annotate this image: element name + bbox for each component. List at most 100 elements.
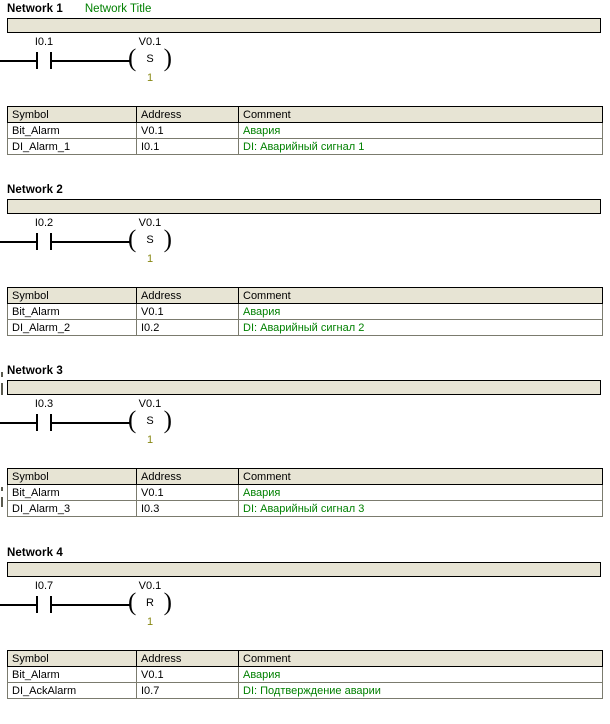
coil-operand-label: V0.1 <box>138 580 162 592</box>
column-header-address[interactable]: Address <box>136 650 239 667</box>
coil-letter: S <box>146 53 154 65</box>
table-row[interactable]: DI_Alarm_3 I0.3 DI: Аварийный сигнал 3 <box>7 500 603 517</box>
table-row[interactable]: Bit_Alarm V0.1 Авария <box>7 666 603 683</box>
network-label: Network 2 <box>7 183 63 196</box>
ladder-rung[interactable]: I0.3 V0.1 ( S ) 1 <box>0 395 610 459</box>
column-header-address[interactable]: Address <box>136 106 239 123</box>
column-header-symbol[interactable]: Symbol <box>7 106 137 123</box>
network-block[interactable]: Network 1 Network Title I0.1 V0.1 ( S ) … <box>0 0 610 155</box>
rung-mid-wire <box>52 60 130 62</box>
cell-symbol: Bit_Alarm <box>7 303 137 320</box>
coil-operand-label: V0.1 <box>138 398 162 410</box>
coil-set[interactable]: ( S ) <box>128 407 172 435</box>
coil-paren-right: ) <box>163 589 172 616</box>
rung-mid-wire <box>52 422 130 424</box>
table-row[interactable]: Bit_Alarm V0.1 Авария <box>7 303 603 320</box>
network-block[interactable]: Network 2 I0.2 V0.1 ( S ) 1 <box>0 181 610 336</box>
ladder-rung[interactable]: I0.7 V0.1 ( R ) 1 <box>0 577 610 641</box>
cell-symbol: Bit_Alarm <box>7 484 137 501</box>
table-row[interactable]: DI_AckAlarm I0.7 DI: Подтверждение авари… <box>7 682 603 699</box>
contact-normally-open[interactable] <box>36 596 52 613</box>
table-row[interactable]: Bit_Alarm V0.1 Авария <box>7 122 603 139</box>
cell-symbol: DI_Alarm_3 <box>7 500 137 517</box>
symbol-table: Symbol Address Comment Bit_Alarm V0.1 Ав… <box>7 650 603 699</box>
contact-operand-label: I0.1 <box>34 36 54 48</box>
network-header: Network 1 Network Title <box>0 0 610 17</box>
contact-normally-open[interactable] <box>36 52 52 69</box>
cell-comment: DI: Аварийный сигнал 2 <box>238 319 603 336</box>
coil-reset[interactable]: ( R ) <box>128 589 172 617</box>
coil-paren-left: ( <box>128 45 137 72</box>
render-artifact <box>1 487 3 491</box>
coil-set[interactable]: ( S ) <box>128 226 172 254</box>
cell-address: V0.1 <box>136 666 239 683</box>
cell-comment: Авария <box>238 303 603 320</box>
cell-symbol: Bit_Alarm <box>7 666 137 683</box>
column-header-symbol[interactable]: Symbol <box>7 650 137 667</box>
table-header-row: Symbol Address Comment <box>7 650 603 667</box>
contact-normally-open[interactable] <box>36 414 52 431</box>
coil-set[interactable]: ( S ) <box>128 45 172 73</box>
coil-count-label: 1 <box>146 616 154 628</box>
contact-bar-right <box>50 414 52 431</box>
render-artifact <box>1 497 3 507</box>
column-header-address[interactable]: Address <box>136 287 239 304</box>
rung-mid-wire <box>52 604 130 606</box>
coil-paren-right: ) <box>163 45 172 72</box>
coil-letter: S <box>146 234 154 246</box>
contact-operand-label: I0.2 <box>34 217 54 229</box>
network-comment-bar[interactable] <box>7 562 601 577</box>
cell-address: V0.1 <box>136 303 239 320</box>
ladder-rung[interactable]: I0.2 V0.1 ( S ) 1 <box>0 214 610 278</box>
column-header-symbol[interactable]: Symbol <box>7 287 137 304</box>
network-header: Network 4 <box>0 544 610 561</box>
coil-paren-right: ) <box>163 407 172 434</box>
network-block[interactable]: Network 4 I0.7 V0.1 ( R ) 1 <box>0 544 610 699</box>
network-block[interactable]: Network 3 I0.3 V0.1 ( S ) 1 <box>0 362 610 517</box>
table-row[interactable]: DI_Alarm_2 I0.2 DI: Аварийный сигнал 2 <box>7 319 603 336</box>
cell-symbol: Bit_Alarm <box>7 122 137 139</box>
contact-bar-left <box>36 52 38 69</box>
contact-bar-left <box>36 233 38 250</box>
column-header-address[interactable]: Address <box>136 468 239 485</box>
network-label: Network 4 <box>7 546 63 559</box>
cell-comment: Авария <box>238 484 603 501</box>
table-row[interactable]: Bit_Alarm V0.1 Авария <box>7 484 603 501</box>
symbol-table-wrap: Symbol Address Comment Bit_Alarm V0.1 Ав… <box>0 468 610 517</box>
coil-count-label: 1 <box>146 72 154 84</box>
render-artifact <box>1 383 3 395</box>
network-comment-bar[interactable] <box>7 199 601 214</box>
cell-address: I0.7 <box>136 682 239 699</box>
coil-letter: R <box>146 597 154 609</box>
cell-comment: DI: Подтверждение аварии <box>238 682 603 699</box>
rung-left-wire <box>0 422 36 424</box>
network-header: Network 3 <box>0 362 610 379</box>
coil-count-label: 1 <box>146 434 154 446</box>
coil-paren-left: ( <box>128 407 137 434</box>
network-comment-bar[interactable] <box>7 380 601 395</box>
column-header-symbol[interactable]: Symbol <box>7 468 137 485</box>
contact-normally-open[interactable] <box>36 233 52 250</box>
contact-bar-left <box>36 596 38 613</box>
contact-bar-left <box>36 414 38 431</box>
column-header-comment[interactable]: Comment <box>238 287 603 304</box>
network-header: Network 2 <box>0 181 610 198</box>
cell-address: V0.1 <box>136 484 239 501</box>
symbol-table-wrap: Symbol Address Comment Bit_Alarm V0.1 Ав… <box>0 106 610 155</box>
contact-operand-label: I0.7 <box>34 580 54 592</box>
table-row[interactable]: DI_Alarm_1 I0.1 DI: Аварийный сигнал 1 <box>7 138 603 155</box>
cell-comment: Авария <box>238 666 603 683</box>
column-header-comment[interactable]: Comment <box>238 106 603 123</box>
symbol-table-wrap: Symbol Address Comment Bit_Alarm V0.1 Ав… <box>0 287 610 336</box>
coil-letter: S <box>146 415 154 427</box>
column-header-comment[interactable]: Comment <box>238 650 603 667</box>
network-comment-bar[interactable] <box>7 18 601 33</box>
table-header-row: Symbol Address Comment <box>7 468 603 485</box>
column-header-comment[interactable]: Comment <box>238 468 603 485</box>
coil-paren-left: ( <box>128 226 137 253</box>
ladder-rung[interactable]: I0.1 V0.1 ( S ) 1 <box>0 33 610 97</box>
rung-mid-wire <box>52 241 130 243</box>
contact-bar-right <box>50 596 52 613</box>
cell-address: I0.3 <box>136 500 239 517</box>
